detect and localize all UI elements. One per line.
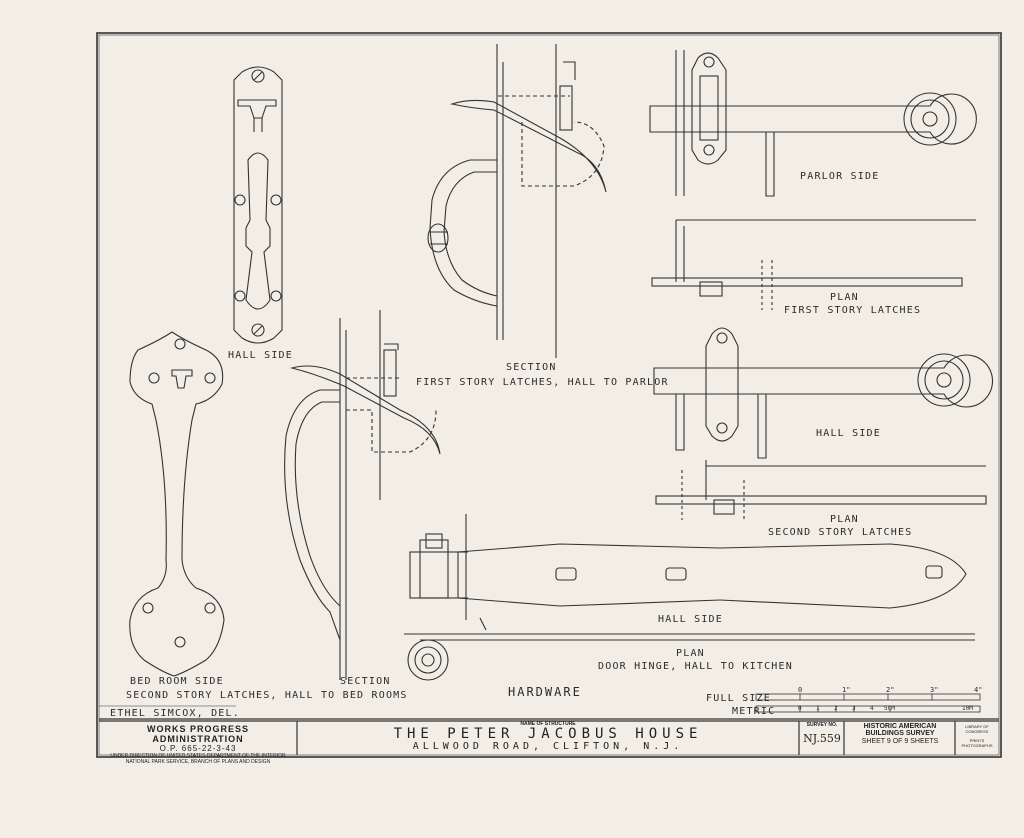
structure-address: ALLWOOD ROAD, CLIFTON, N.J. xyxy=(412,741,684,752)
caption-second-story: SECOND STORY LATCHES, HALL TO BED ROOMS xyxy=(126,690,408,701)
caption-door-hinge: DOOR HINGE, HALL TO KITCHEN xyxy=(598,661,793,672)
scale-cm-5: 5CM xyxy=(884,705,895,712)
outer-border xyxy=(96,32,1002,758)
habs-line-2: BUILDINGS SURVEY xyxy=(865,730,935,737)
scale-inch-4: 4" xyxy=(974,686,982,694)
scale-cm-0: 0 xyxy=(798,705,802,712)
first-story-section xyxy=(427,44,607,358)
scale-cm-2: 2 xyxy=(834,705,838,712)
hall-side-latch-second xyxy=(653,327,993,459)
label-bed-room-side: BED ROOM SIDE xyxy=(130,676,224,687)
label-hall-side-3: HALL SIDE xyxy=(658,614,723,625)
title-block-frame xyxy=(99,705,999,755)
title-block-agency: WORKS PROGRESS ADMINISTRATION O.P. 665-2… xyxy=(100,724,296,765)
parlor-side-latch xyxy=(649,50,977,197)
scale-inch-1: 1" xyxy=(842,686,850,694)
survey-number: NJ.559 xyxy=(803,732,841,745)
label-full-size: FULL SIZE xyxy=(706,693,771,704)
agency-line-1: WORKS PROGRESS ADMINISTRATION xyxy=(146,724,249,744)
plan-first-story-latches xyxy=(651,219,976,310)
loc-line-2: PRINTS PHOTOGRAPHS xyxy=(961,738,993,748)
label-plan-3: PLAN xyxy=(676,648,705,659)
agency-line-3: UNDER DIRECTION OF UNITED STATES DEPARTM… xyxy=(110,753,286,759)
scale-inch-2: 2" xyxy=(886,686,894,694)
label-plan-2: PLAN xyxy=(830,514,859,525)
label-metric: METRIC xyxy=(732,706,775,717)
title-block-structure: NAME OF STRUCTURE THE PETER JACOBUS HOUS… xyxy=(298,721,798,752)
scale-cm-1: 1 xyxy=(816,705,820,712)
bed-room-side-handle xyxy=(129,331,225,677)
agency-line-4: NATIONAL PARK SERVICE, BRANCH OF PLANS A… xyxy=(125,759,271,765)
caption-plan-2: SECOND STORY LATCHES xyxy=(768,527,912,538)
door-hinge xyxy=(404,514,975,681)
name-of-structure-label: NAME OF STRUCTURE xyxy=(520,721,576,727)
title-block-loc: LIBRARY OF CONGRESS PRINTS PHOTOGRAPHS xyxy=(956,724,998,748)
label-section-2: SECTION xyxy=(340,676,391,687)
plan-second-story-latches xyxy=(655,460,987,520)
caption-plan-1: FIRST STORY LATCHES xyxy=(784,305,921,316)
scale-inch-3: 3" xyxy=(930,686,938,694)
loc-line-1: LIBRARY OF CONGRESS xyxy=(965,724,989,734)
scale-cm-4: 4 xyxy=(870,705,874,712)
label-hall-side-1: HALL SIDE xyxy=(228,350,293,361)
scale-cm-10: 10M xyxy=(962,705,973,712)
scale-cm-3: 3 xyxy=(852,705,856,712)
habs-line-1: HISTORIC AMERICAN xyxy=(863,723,937,730)
label-section-1: SECTION xyxy=(506,362,557,373)
label-hall-side-2: HALL SIDE xyxy=(816,428,881,439)
caption-first-story: FIRST STORY LATCHES, HALL TO PARLOR xyxy=(416,377,669,388)
scale-bars xyxy=(755,693,981,713)
label-hardware: HARDWARE xyxy=(508,685,582,699)
label-parlor-side: PARLOR SIDE xyxy=(800,171,879,182)
structure-name: THE PETER JACOBUS HOUSE xyxy=(393,726,703,742)
inner-border xyxy=(98,34,1000,756)
title-block-habs: HISTORIC AMERICAN BUILDINGS SURVEY SHEET… xyxy=(845,723,955,745)
delineator: ETHEL SIMCOX, DEL. xyxy=(110,708,240,719)
label-plan-1: PLAN xyxy=(830,292,859,303)
scale-inch-0: 0 xyxy=(798,686,802,694)
sheet-number: SHEET 9 OF 9 SHEETS xyxy=(861,738,939,745)
second-story-section xyxy=(284,310,441,680)
agency-line-2: O.P. 665-22-3-43 xyxy=(159,744,237,753)
title-block-survey: SURVEY NO. NJ.559 xyxy=(800,722,844,745)
survey-no-label: SURVEY NO. xyxy=(806,722,838,728)
hall-side-latch-plate xyxy=(233,66,283,344)
